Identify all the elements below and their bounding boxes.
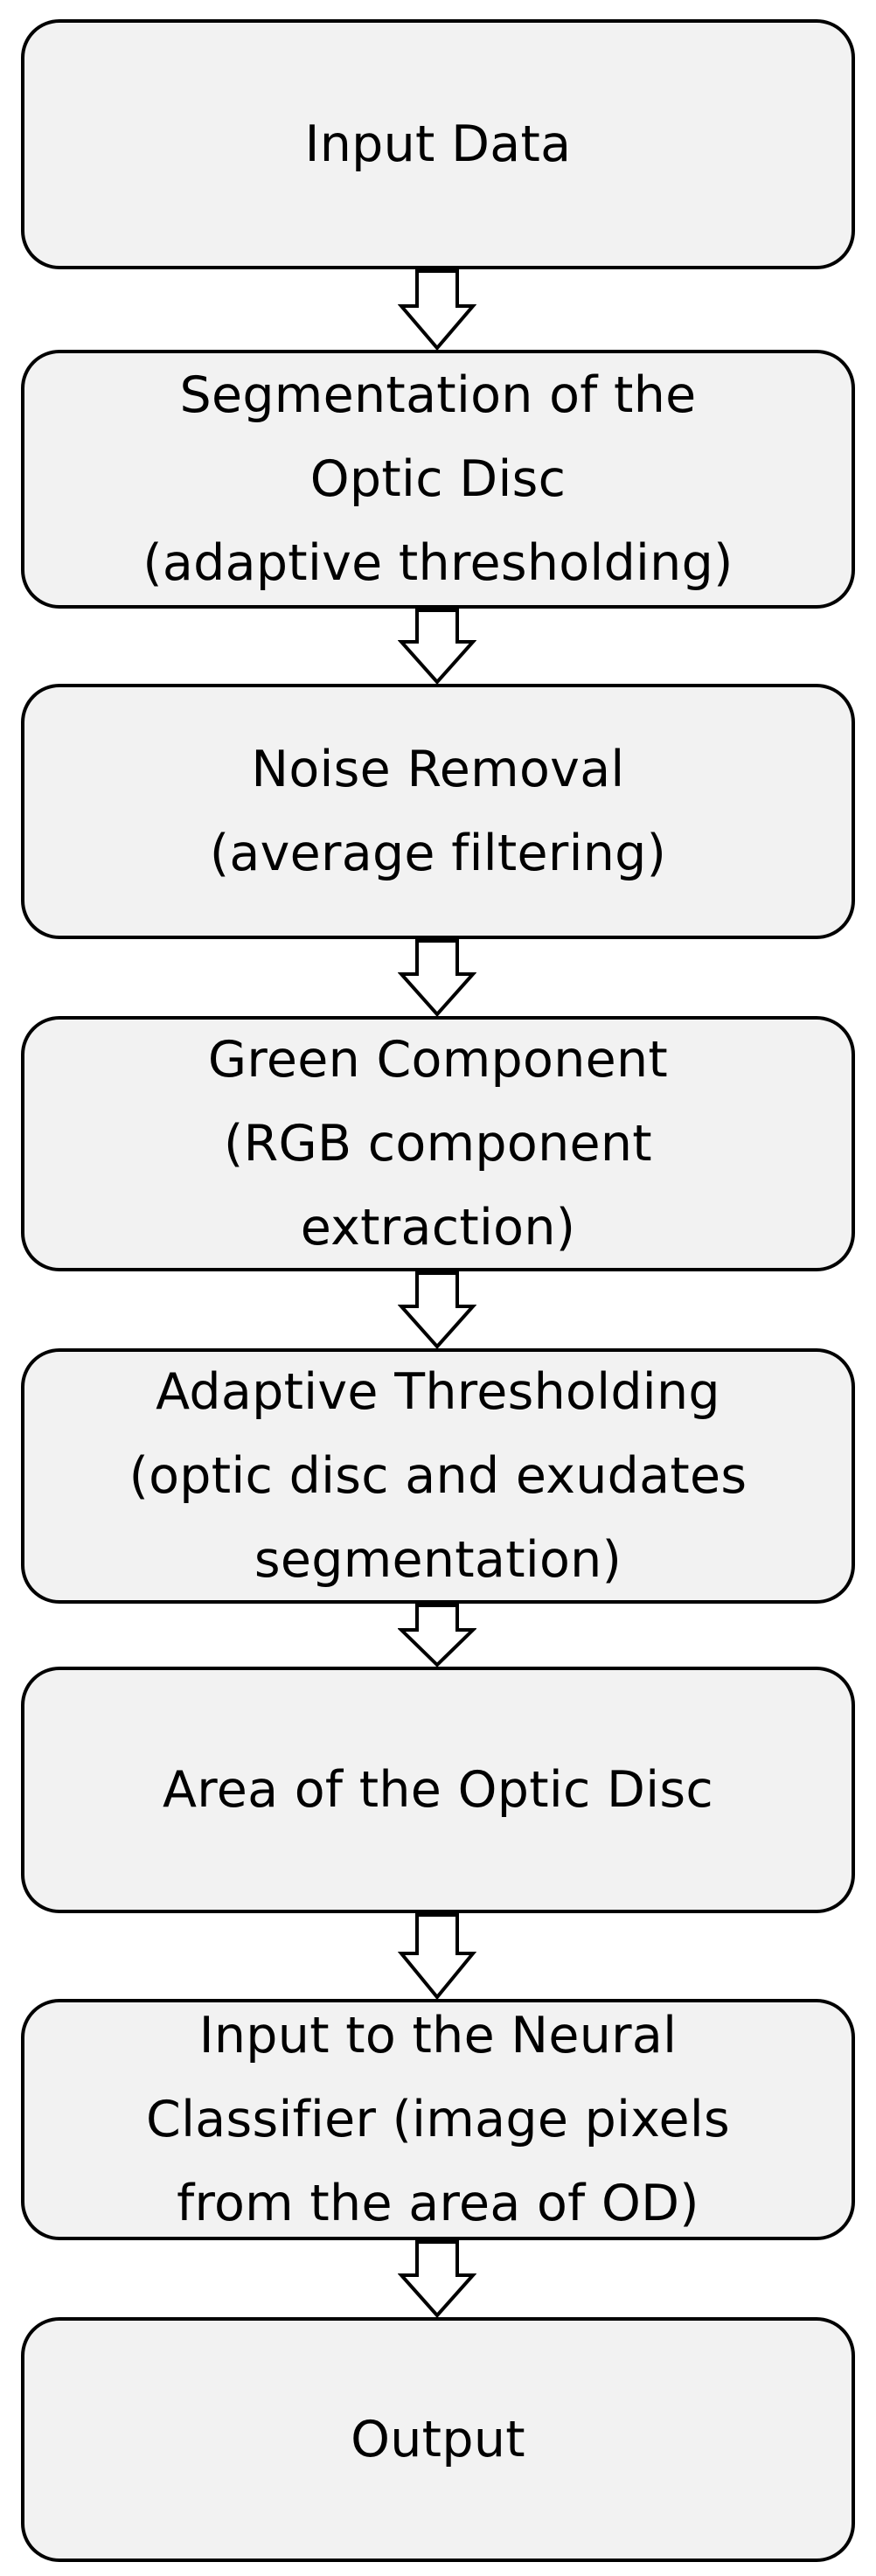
step-label: Input to the Neural Classifier (image pi… — [145, 2007, 730, 2232]
down-arrow-icon — [398, 2240, 476, 2317]
step-optic-disc-area: Area of the Optic Disc — [21, 1667, 855, 1913]
down-arrow-icon — [398, 939, 476, 1016]
step-output: Output — [21, 2317, 855, 2562]
step-input-data: Input Data — [21, 19, 855, 269]
step-label: Noise Removal (average filtering) — [209, 741, 667, 882]
step-neural-classifier-input: Input to the Neural Classifier (image pi… — [21, 1999, 855, 2240]
down-arrow-icon — [398, 269, 476, 350]
down-arrow-icon — [398, 1271, 476, 1348]
step-noise-removal: Noise Removal (average filtering) — [21, 684, 855, 939]
step-label: Segmentation of the Optic Disc (adaptive… — [143, 366, 733, 592]
step-label: Output — [351, 2411, 525, 2468]
step-label: Adaptive Thresholding (optic disc and ex… — [129, 1363, 747, 1589]
step-optic-disc-segmentation: Segmentation of the Optic Disc (adaptive… — [21, 350, 855, 609]
step-label: Input Data — [304, 115, 572, 173]
step-adaptive-thresholding: Adaptive Thresholding (optic disc and ex… — [21, 1348, 855, 1604]
down-arrow-icon — [398, 1604, 476, 1667]
step-green-component: Green Component (RGB component extractio… — [21, 1016, 855, 1271]
down-arrow-icon — [398, 609, 476, 684]
step-label: Green Component (RGB component extractio… — [207, 1031, 669, 1257]
step-label: Area of the Optic Disc — [162, 1761, 714, 1819]
down-arrow-icon — [398, 1913, 476, 1999]
